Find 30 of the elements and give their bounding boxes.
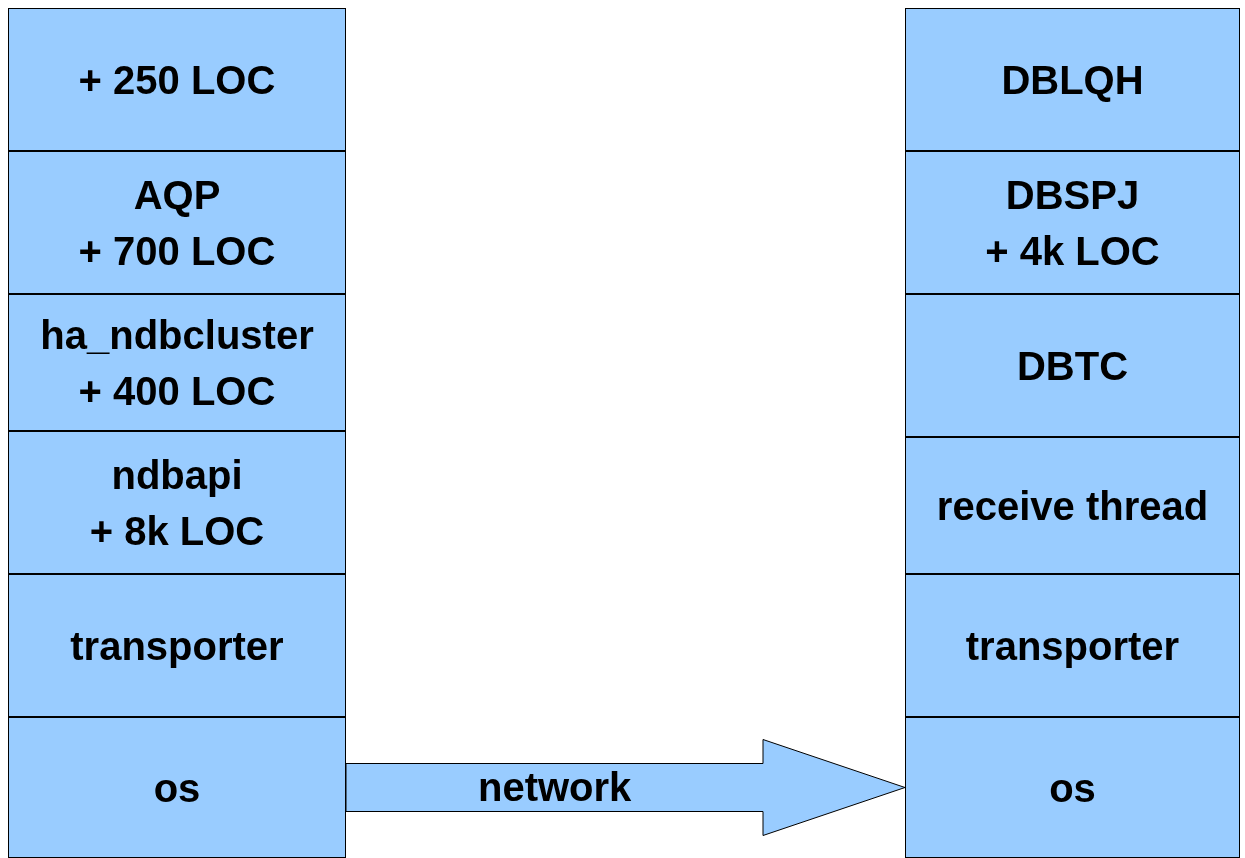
layer-label: os — [1049, 764, 1096, 812]
layer-box — [8, 431, 346, 574]
layer-box — [8, 574, 346, 717]
layer-box — [905, 717, 1240, 858]
layer-box — [8, 294, 346, 431]
layer-label: DBLQH — [1001, 56, 1144, 104]
layer-box — [905, 294, 1240, 437]
layer-label: os — [153, 764, 201, 812]
layer-box — [905, 151, 1240, 294]
layer-label: + 4k LOC — [985, 227, 1160, 275]
layer-label: DBSPJ — [1005, 171, 1140, 219]
layer-label: AQP — [133, 171, 221, 219]
block-arrow — [345, 739, 906, 836]
layer-box — [8, 717, 346, 858]
layer-box — [8, 151, 346, 294]
layer-box — [905, 8, 1240, 151]
layer-label: + 8k LOC — [89, 507, 265, 555]
layer-label: + 250 LOC — [78, 56, 276, 104]
layer-label: transporter — [965, 622, 1180, 670]
layer-label: receive thread — [936, 482, 1209, 530]
layer-label: + 400 LOC — [78, 367, 276, 415]
layer-label: DBTC — [1016, 342, 1129, 390]
layer-label: transporter — [70, 622, 284, 670]
layer-label: ndbapi — [111, 451, 243, 499]
layer-box — [905, 574, 1240, 717]
layer-box — [8, 8, 346, 151]
layer-label: ha_ndbcluster — [40, 311, 314, 359]
layer-box — [905, 437, 1240, 574]
edge-label: network — [478, 765, 632, 810]
layer-label: + 700 LOC — [78, 227, 276, 275]
